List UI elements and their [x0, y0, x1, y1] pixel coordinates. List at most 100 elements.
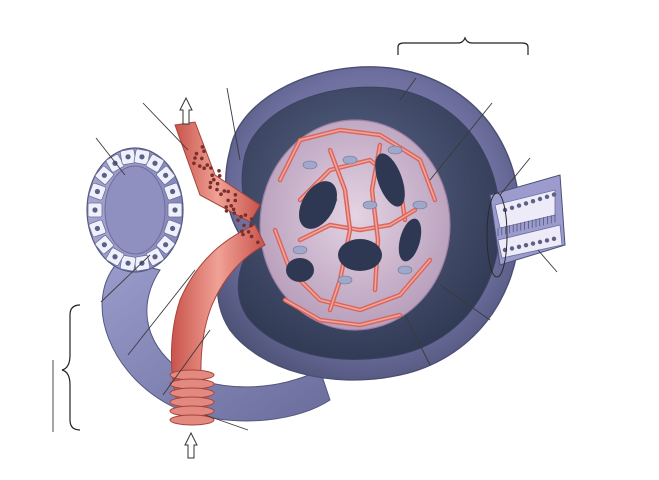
cell-nucleus	[516, 203, 522, 208]
jg-cell-nucleus	[209, 166, 213, 170]
jg-cell-nucleus	[200, 145, 205, 149]
cell-nucleus	[94, 188, 101, 195]
jg-cell-nucleus	[242, 223, 246, 228]
jg-cell-nucleus	[243, 213, 248, 217]
jg-cell-nucleus	[246, 230, 251, 234]
leader-13	[204, 414, 249, 431]
jg-cell-nucleus	[202, 166, 206, 170]
cell-nucleus	[169, 225, 176, 232]
cell-nucleus	[509, 205, 515, 210]
podocyte-nucleus	[342, 155, 358, 165]
proximal-tubule	[486, 174, 566, 278]
jg-cell-nucleus	[229, 204, 233, 208]
leader-8	[439, 284, 491, 321]
jg-cell-nucleus	[249, 234, 254, 239]
podocyte-nucleus	[302, 160, 318, 170]
afferent-coils	[169, 369, 215, 426]
cell-nucleus	[544, 194, 550, 199]
tubule-neck-ellipse	[486, 192, 508, 278]
leader-11	[127, 269, 196, 356]
jg-cell-nucleus	[224, 209, 229, 213]
jg-cell-nucleus	[232, 211, 237, 215]
efferent-arteriole	[174, 96, 261, 223]
distal-tubule-body	[101, 259, 331, 422]
efferent-flow-arrow	[179, 96, 193, 125]
cell-nucleus	[544, 238, 550, 243]
label-leader-lines	[95, 77, 558, 431]
capillary-lumen	[284, 299, 401, 326]
cell-nucleus	[537, 196, 543, 202]
cell-nucleus	[101, 172, 107, 178]
cell-nucleus	[125, 154, 131, 160]
capillary-lumen	[274, 229, 431, 311]
juxtaglomerular-cells	[192, 145, 260, 245]
jg-cell-nucleus	[219, 192, 223, 196]
podocyte-nucleus	[412, 200, 428, 210]
cell-nucleus	[163, 172, 169, 178]
cell-nucleus	[516, 244, 522, 249]
leader-2	[95, 137, 126, 176]
cell-nucleus	[523, 201, 529, 206]
jg-cell-nucleus	[217, 174, 222, 178]
jg-cell-nucleus	[198, 164, 202, 168]
leader-6	[499, 157, 531, 196]
podocyte-nucleus	[362, 200, 378, 210]
cell-nucleus	[172, 207, 178, 213]
jg-cell-nucleus	[236, 218, 240, 222]
capillary-lumen	[299, 209, 416, 241]
jg-cell-nucleus	[192, 161, 196, 166]
jg-cell-nucleus	[240, 229, 244, 234]
top-bracket	[397, 36, 529, 55]
cell-nucleus	[551, 192, 557, 197]
cell-nucleus	[112, 254, 118, 260]
podocyte-nucleus	[337, 275, 353, 285]
cell-nucleus	[551, 236, 557, 241]
leader-4	[399, 77, 417, 101]
jg-cell-nucleus	[193, 156, 197, 160]
capsular-space-pockets	[286, 153, 422, 282]
jg-cell-nucleus	[215, 187, 219, 192]
cell-nucleus	[139, 154, 145, 160]
jg-cell-nucleus	[249, 223, 253, 228]
leader-7	[537, 249, 558, 273]
cell-nucleus	[163, 242, 169, 248]
podocyte-nucleus	[387, 145, 403, 155]
cell-nucleus	[530, 241, 536, 246]
cell-nucleus	[509, 246, 515, 251]
jg-cell-nucleus	[233, 193, 238, 197]
left-curly-brace	[61, 304, 81, 431]
jg-cell-nucleus	[217, 169, 221, 173]
jg-cell-nucleus	[212, 177, 216, 182]
jg-cell-nucleus	[249, 217, 254, 221]
leader-1	[142, 102, 189, 151]
distal-tubule-cross-section	[86, 147, 184, 273]
cell-nucleus	[125, 260, 131, 266]
leader-12	[162, 329, 211, 396]
glomerulus	[259, 119, 451, 331]
jg-cell-nucleus	[226, 189, 230, 194]
capillary-lumen	[329, 149, 351, 311]
leader-5	[429, 102, 493, 181]
cell-nucleus	[101, 242, 107, 248]
cell-nucleus	[537, 239, 543, 245]
jg-cell-nucleus	[200, 156, 204, 161]
jg-cell-nucleus	[215, 181, 220, 186]
brush-border	[497, 192, 557, 253]
podocyte-nucleus	[292, 245, 308, 255]
cell-nucleus	[152, 160, 158, 166]
capillary-lumen	[279, 129, 436, 201]
jg-cell-nucleus	[208, 185, 212, 189]
cell-nucleus	[94, 225, 101, 232]
leader-3	[226, 87, 241, 161]
leader-9	[404, 314, 431, 366]
afferent-flow-arrow	[184, 431, 198, 459]
jg-cell-nucleus	[205, 163, 210, 167]
jg-cell-nucleus	[208, 180, 213, 185]
cell-nucleus	[169, 188, 176, 195]
leader-10	[100, 254, 151, 303]
tubule-cell-ring	[87, 148, 183, 272]
jg-cell-nucleus	[210, 173, 214, 177]
jg-cell-nucleus	[194, 151, 199, 156]
jg-cell-nucleus	[256, 240, 260, 245]
cell-nucleus	[523, 243, 529, 248]
